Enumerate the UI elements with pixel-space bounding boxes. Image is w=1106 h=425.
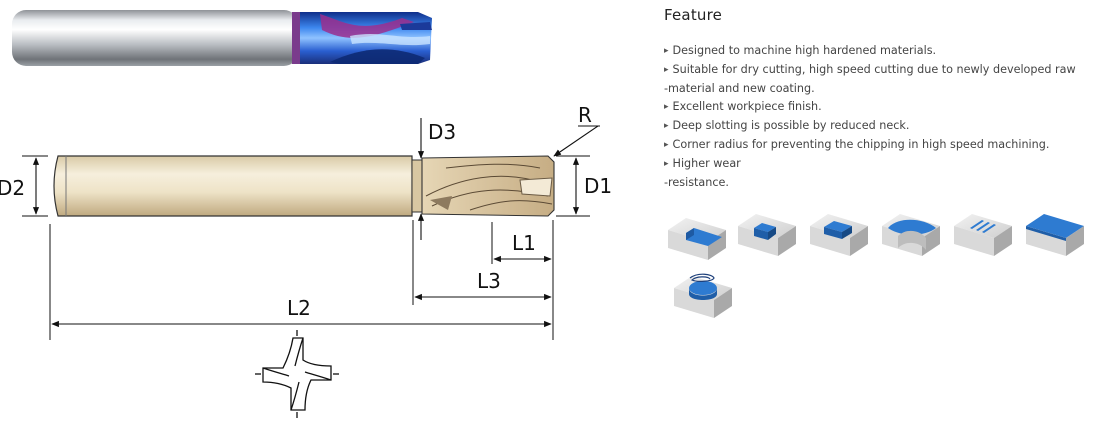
bullet-arrow-icon: ▸ — [664, 121, 669, 131]
bullet-arrow-icon: ▸ — [664, 159, 669, 169]
label-l2: L2 — [287, 296, 311, 320]
feature-item: ▸Excellent workpiece finish. — [664, 98, 1094, 117]
slotting-icon — [738, 214, 796, 256]
cross-section-icon — [255, 330, 339, 418]
profiling-icon — [882, 214, 940, 256]
label-d3: D3 — [428, 120, 456, 144]
feature-item: ▸Higher wear — [664, 155, 1094, 174]
feature-item-text: Suitable for dry cutting, high speed cut… — [672, 63, 1076, 76]
feature-item-text: Deep slotting is possible by reduced nec… — [672, 119, 910, 132]
face-milling-icon — [1026, 214, 1084, 256]
label-l3: L3 — [477, 269, 501, 293]
feature-item: ▸Designed to machine high hardened mater… — [664, 42, 1094, 61]
product-photo — [12, 10, 432, 66]
helical-milling-icon — [674, 273, 732, 318]
bullet-arrow-icon: ▸ — [664, 140, 669, 150]
bullet-arrow-icon: ▸ — [664, 46, 669, 56]
feature-item: -material and new coating. — [664, 80, 1094, 98]
feature-item-text: Higher wear — [672, 157, 741, 170]
operations-svg — [668, 214, 1084, 318]
feature-item: -resistance. — [664, 174, 1094, 192]
end-mill-diagram: D2 D1 D3 R L1 L3 — [0, 10, 612, 418]
feature-item-text: -resistance. — [664, 176, 729, 189]
bullet-arrow-icon: ▸ — [664, 102, 669, 112]
feature-item: ▸Suitable for dry cutting, high speed cu… — [664, 61, 1094, 80]
product-diagram-panel: D2 D1 D3 R L1 L3 — [0, 10, 612, 418]
feature-item: ▸Corner radius for preventing the chippi… — [664, 136, 1094, 155]
bullet-arrow-icon: ▸ — [664, 65, 669, 75]
label-r: R — [578, 103, 592, 127]
machining-operations — [664, 204, 1104, 324]
feature-title: Feature — [664, 6, 723, 24]
pocketing-icon — [810, 214, 868, 256]
side-milling-icon — [668, 218, 726, 260]
grooving-icon — [954, 214, 1012, 256]
feature-panel: Feature ▸Designed to machine high harden… — [664, 0, 1104, 421]
label-l1: L1 — [512, 231, 536, 255]
feature-list: ▸Designed to machine high hardened mater… — [664, 42, 1094, 192]
feature-item-text: -material and new coating. — [664, 82, 815, 95]
label-d1: D1 — [584, 174, 612, 198]
feature-item-text: Excellent workpiece finish. — [672, 100, 822, 113]
feature-item-text: Designed to machine high hardened materi… — [672, 44, 937, 57]
technical-drawing: D2 D1 D3 R L1 L3 — [0, 103, 612, 340]
feature-item-text: Corner radius for preventing the chippin… — [672, 138, 1050, 151]
label-d2: D2 — [0, 176, 25, 200]
feature-item: ▸Deep slotting is possible by reduced ne… — [664, 117, 1094, 136]
